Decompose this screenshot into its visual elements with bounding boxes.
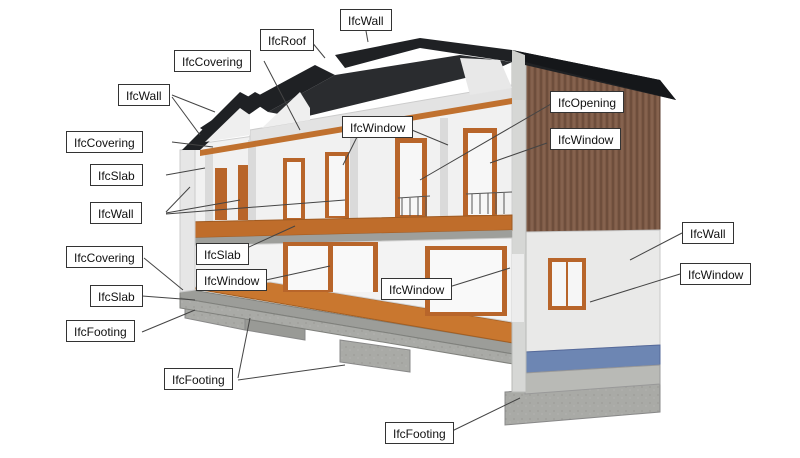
label-ifcwall-right: IfcWall: [682, 222, 734, 244]
label-ifcwall-top: IfcWall: [340, 9, 392, 31]
label-ifcfooting-mid: IfcFooting: [164, 368, 233, 390]
label-ifcwindow-right: IfcWindow: [680, 263, 752, 285]
label-ifcwindow-lower-left: IfcWindow: [196, 269, 268, 291]
label-ifccovering-roof: IfcCovering: [174, 50, 251, 72]
label-ifcslab-ground: IfcSlab: [90, 285, 143, 307]
label-ifcwindow-lower-mid: IfcWindow: [381, 278, 453, 300]
label-ifcwall-left-upper: IfcWall: [118, 84, 170, 106]
label-ifcslab-mid: IfcSlab: [196, 243, 249, 265]
label-ifcwall-left-mid: IfcWall: [90, 202, 142, 224]
roof: [182, 38, 676, 150]
leader-lines: [141, 30, 683, 433]
label-ifcwindow-upper: IfcWindow: [342, 116, 414, 138]
label-ifccovering-floor: IfcCovering: [66, 246, 143, 268]
label-ifccovering-ceiling: IfcCovering: [66, 131, 143, 153]
left-end: [179, 147, 196, 293]
label-ifcopening: IfcOpening: [550, 91, 625, 113]
ground-floor: [179, 237, 524, 323]
label-ifcslab-upper: IfcSlab: [90, 164, 143, 186]
label-ifcfooting-bottom: IfcFooting: [385, 422, 454, 444]
label-ifcroof: IfcRoof: [260, 29, 315, 51]
label-ifcwindow-upper-right: IfcWindow: [550, 128, 622, 150]
label-ifcfooting-left: IfcFooting: [66, 320, 135, 342]
